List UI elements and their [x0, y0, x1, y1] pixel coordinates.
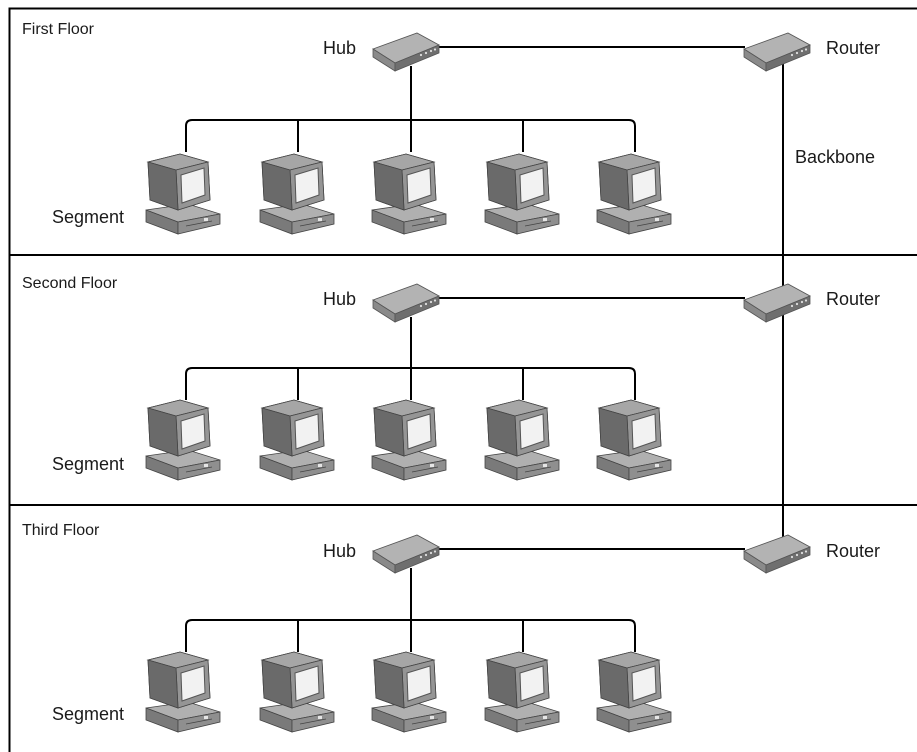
hub-icon [372, 534, 440, 574]
computer-icon [484, 399, 560, 481]
router-icon [743, 534, 811, 574]
router-label: Router [826, 38, 880, 58]
computer-icon [484, 153, 560, 235]
computer-icon [596, 651, 672, 733]
router-icon [743, 32, 811, 72]
floor-frames [8, 7, 917, 752]
computer-icon [259, 153, 335, 235]
floor-3: Third Floor Hub Router Segment [22, 522, 880, 733]
router-label: Router [826, 541, 880, 561]
segment-label: Segment [52, 454, 124, 474]
router-icon [743, 283, 811, 323]
segment-label: Segment [52, 207, 124, 227]
computer-icon [371, 399, 447, 481]
hub-label: Hub [323, 541, 356, 561]
computer-icon [259, 399, 335, 481]
floor-2: Second Floor Hub Router Segment [22, 275, 880, 481]
computer-icon [145, 651, 221, 733]
segment-label: Segment [52, 704, 124, 724]
computer-icon [484, 651, 560, 733]
floor-label: Second Floor [22, 275, 118, 292]
computer-icon [259, 651, 335, 733]
floor-label: First Floor [22, 21, 95, 38]
computer-icon [371, 651, 447, 733]
computer-icon [145, 399, 221, 481]
computer-icon [596, 153, 672, 235]
computer-icon [596, 399, 672, 481]
hub-icon [372, 283, 440, 323]
computer-icon [371, 153, 447, 235]
backbone-label: Backbone [795, 147, 875, 167]
hub-label: Hub [323, 289, 356, 309]
hub-icon [372, 32, 440, 72]
floor-1: First Floor Hub Router Segment [22, 21, 880, 235]
hub-label: Hub [323, 38, 356, 58]
computer-icon [145, 153, 221, 235]
router-label: Router [826, 289, 880, 309]
floor-label: Third Floor [22, 522, 100, 539]
